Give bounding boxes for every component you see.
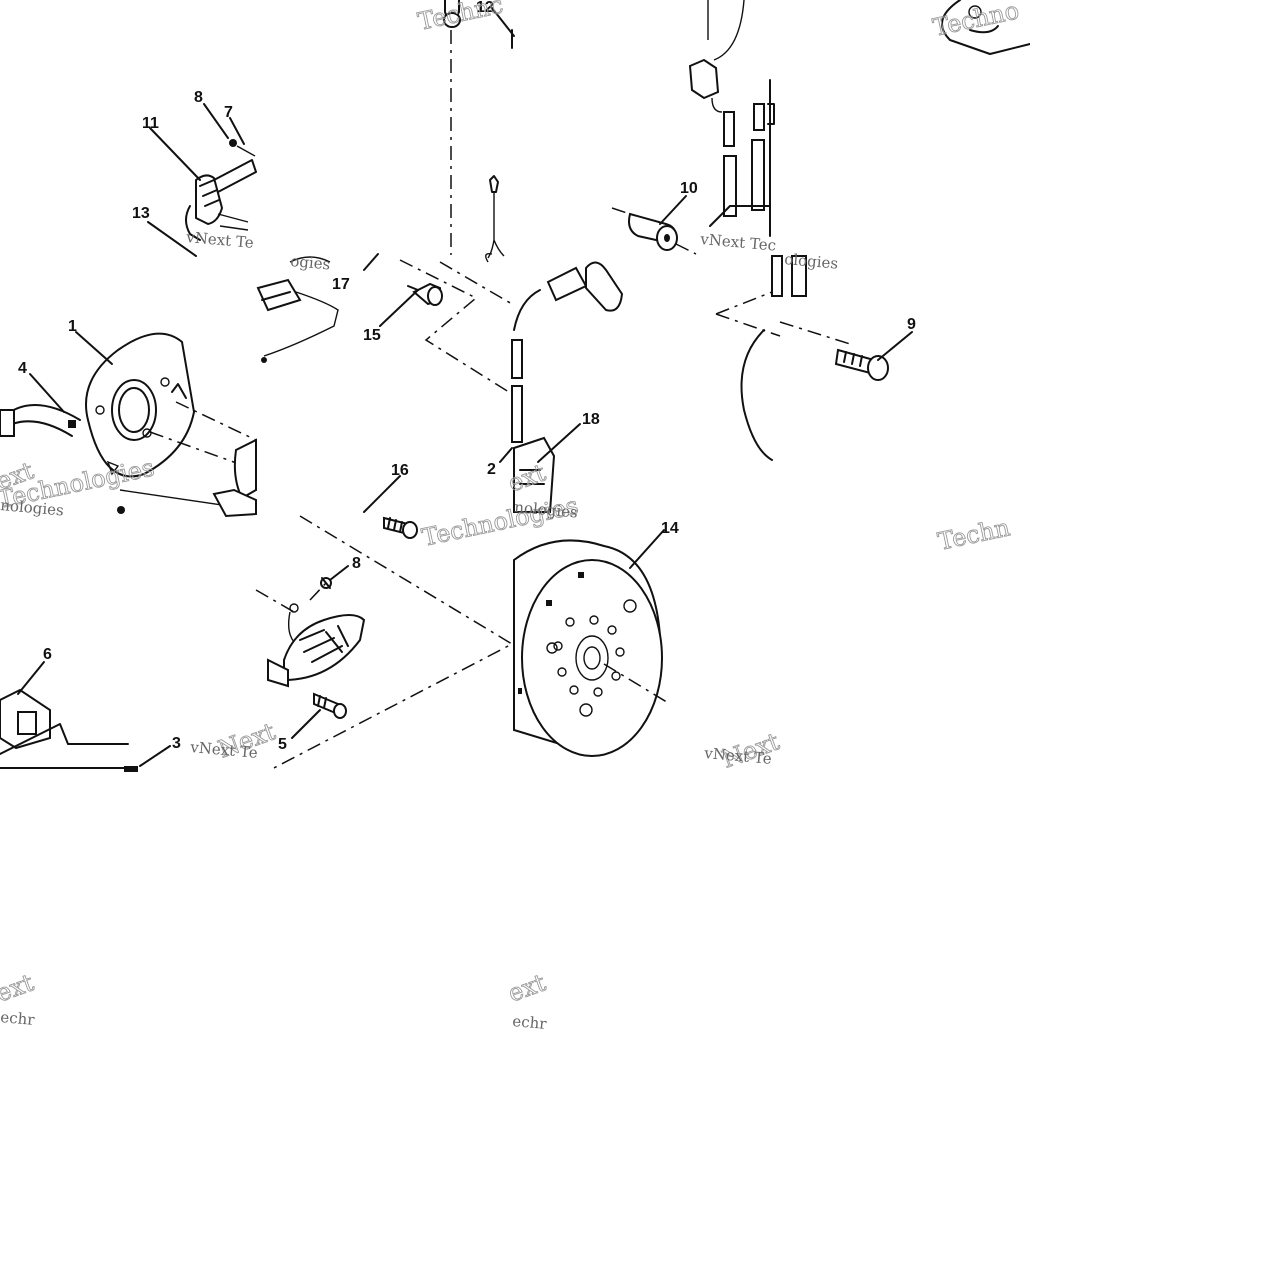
- wiring-and-stator-top: [611, 0, 775, 255]
- callout-labels: 1 2 3 4 5 6 7 8 8 9 10 11 12 13 14 15 16…: [18, 0, 916, 753]
- callout-3: 3: [172, 735, 181, 752]
- watermarks: Technc Techno vNext Te vNext Tec ogies o…: [0, 0, 1022, 1033]
- charge-coil: [255, 582, 366, 688]
- watermark-techn-right: Techn: [935, 513, 1012, 556]
- flywheel-14: [513, 539, 671, 757]
- pickup-sensor: [117, 438, 257, 518]
- watermark-techno-top-right: Techno: [930, 0, 1021, 42]
- watermark-nologies-center: nologies: [514, 498, 579, 521]
- watermark-ogies: ogies: [290, 252, 331, 273]
- stator-plate-1: [85, 332, 257, 511]
- callout-8-upper: 8: [194, 89, 203, 106]
- callout-8-lower: 8: [352, 555, 361, 572]
- plug-wire-and-cap: [399, 259, 624, 443]
- callout-12: 12: [476, 0, 494, 16]
- crankcase-right: [715, 255, 851, 461]
- watermark-ologies: ologies: [784, 250, 839, 273]
- bolt-9: [834, 348, 889, 381]
- callout-10: 10: [680, 180, 698, 197]
- watermark-technc-top: Technc: [415, 0, 505, 36]
- ignition-coil-assembly: [185, 139, 257, 241]
- watermark-nologies-left: nologies: [0, 496, 64, 519]
- watermark-vnext-te-1: vNext Te: [185, 228, 255, 252]
- coil-connector-17: [256, 256, 339, 363]
- wire-lead-4: [0, 404, 81, 437]
- callout-5: 5: [278, 736, 287, 753]
- screw-16: [383, 516, 418, 539]
- spark-plug-cap-12: [443, 0, 513, 263]
- watermark-echr-bottom-center: echr: [512, 1012, 548, 1033]
- callout-7: 7: [224, 104, 233, 121]
- callout-1: 1: [68, 318, 77, 335]
- callout-13: 13: [132, 205, 150, 222]
- callout-17: 17: [332, 276, 350, 293]
- screw-5: [313, 692, 347, 719]
- callout-18: 18: [582, 411, 600, 428]
- watermark-vnext-te-3: vNext Te: [703, 744, 773, 768]
- callout-4: 4: [18, 360, 27, 377]
- watermark-vnext-tec: vNext Tec: [699, 230, 777, 255]
- watermark-echr-bottom-left: echr: [0, 1008, 36, 1029]
- watermark-vnext-te-2: vNext Te: [189, 738, 259, 762]
- callout-11: 11: [142, 115, 159, 132]
- callout-14: 14: [661, 520, 679, 537]
- screw-8-lower: [320, 577, 332, 589]
- watermark-ext-bottom-center: ext: [504, 968, 549, 1007]
- callout-2: 2: [487, 461, 496, 478]
- leader-lines: [17, 7, 913, 767]
- callout-16: 16: [391, 462, 409, 479]
- housing-top-right: [941, 0, 1031, 55]
- watermark-ext-bottom-left: ext: [0, 968, 38, 1007]
- blank-tiles: [0, 0, 1285, 256]
- callout-6: 6: [43, 646, 52, 663]
- callout-9: 9: [907, 316, 916, 333]
- bolt-15: [407, 282, 443, 306]
- pulser-6: [0, 688, 138, 772]
- callout-15: 15: [363, 327, 381, 344]
